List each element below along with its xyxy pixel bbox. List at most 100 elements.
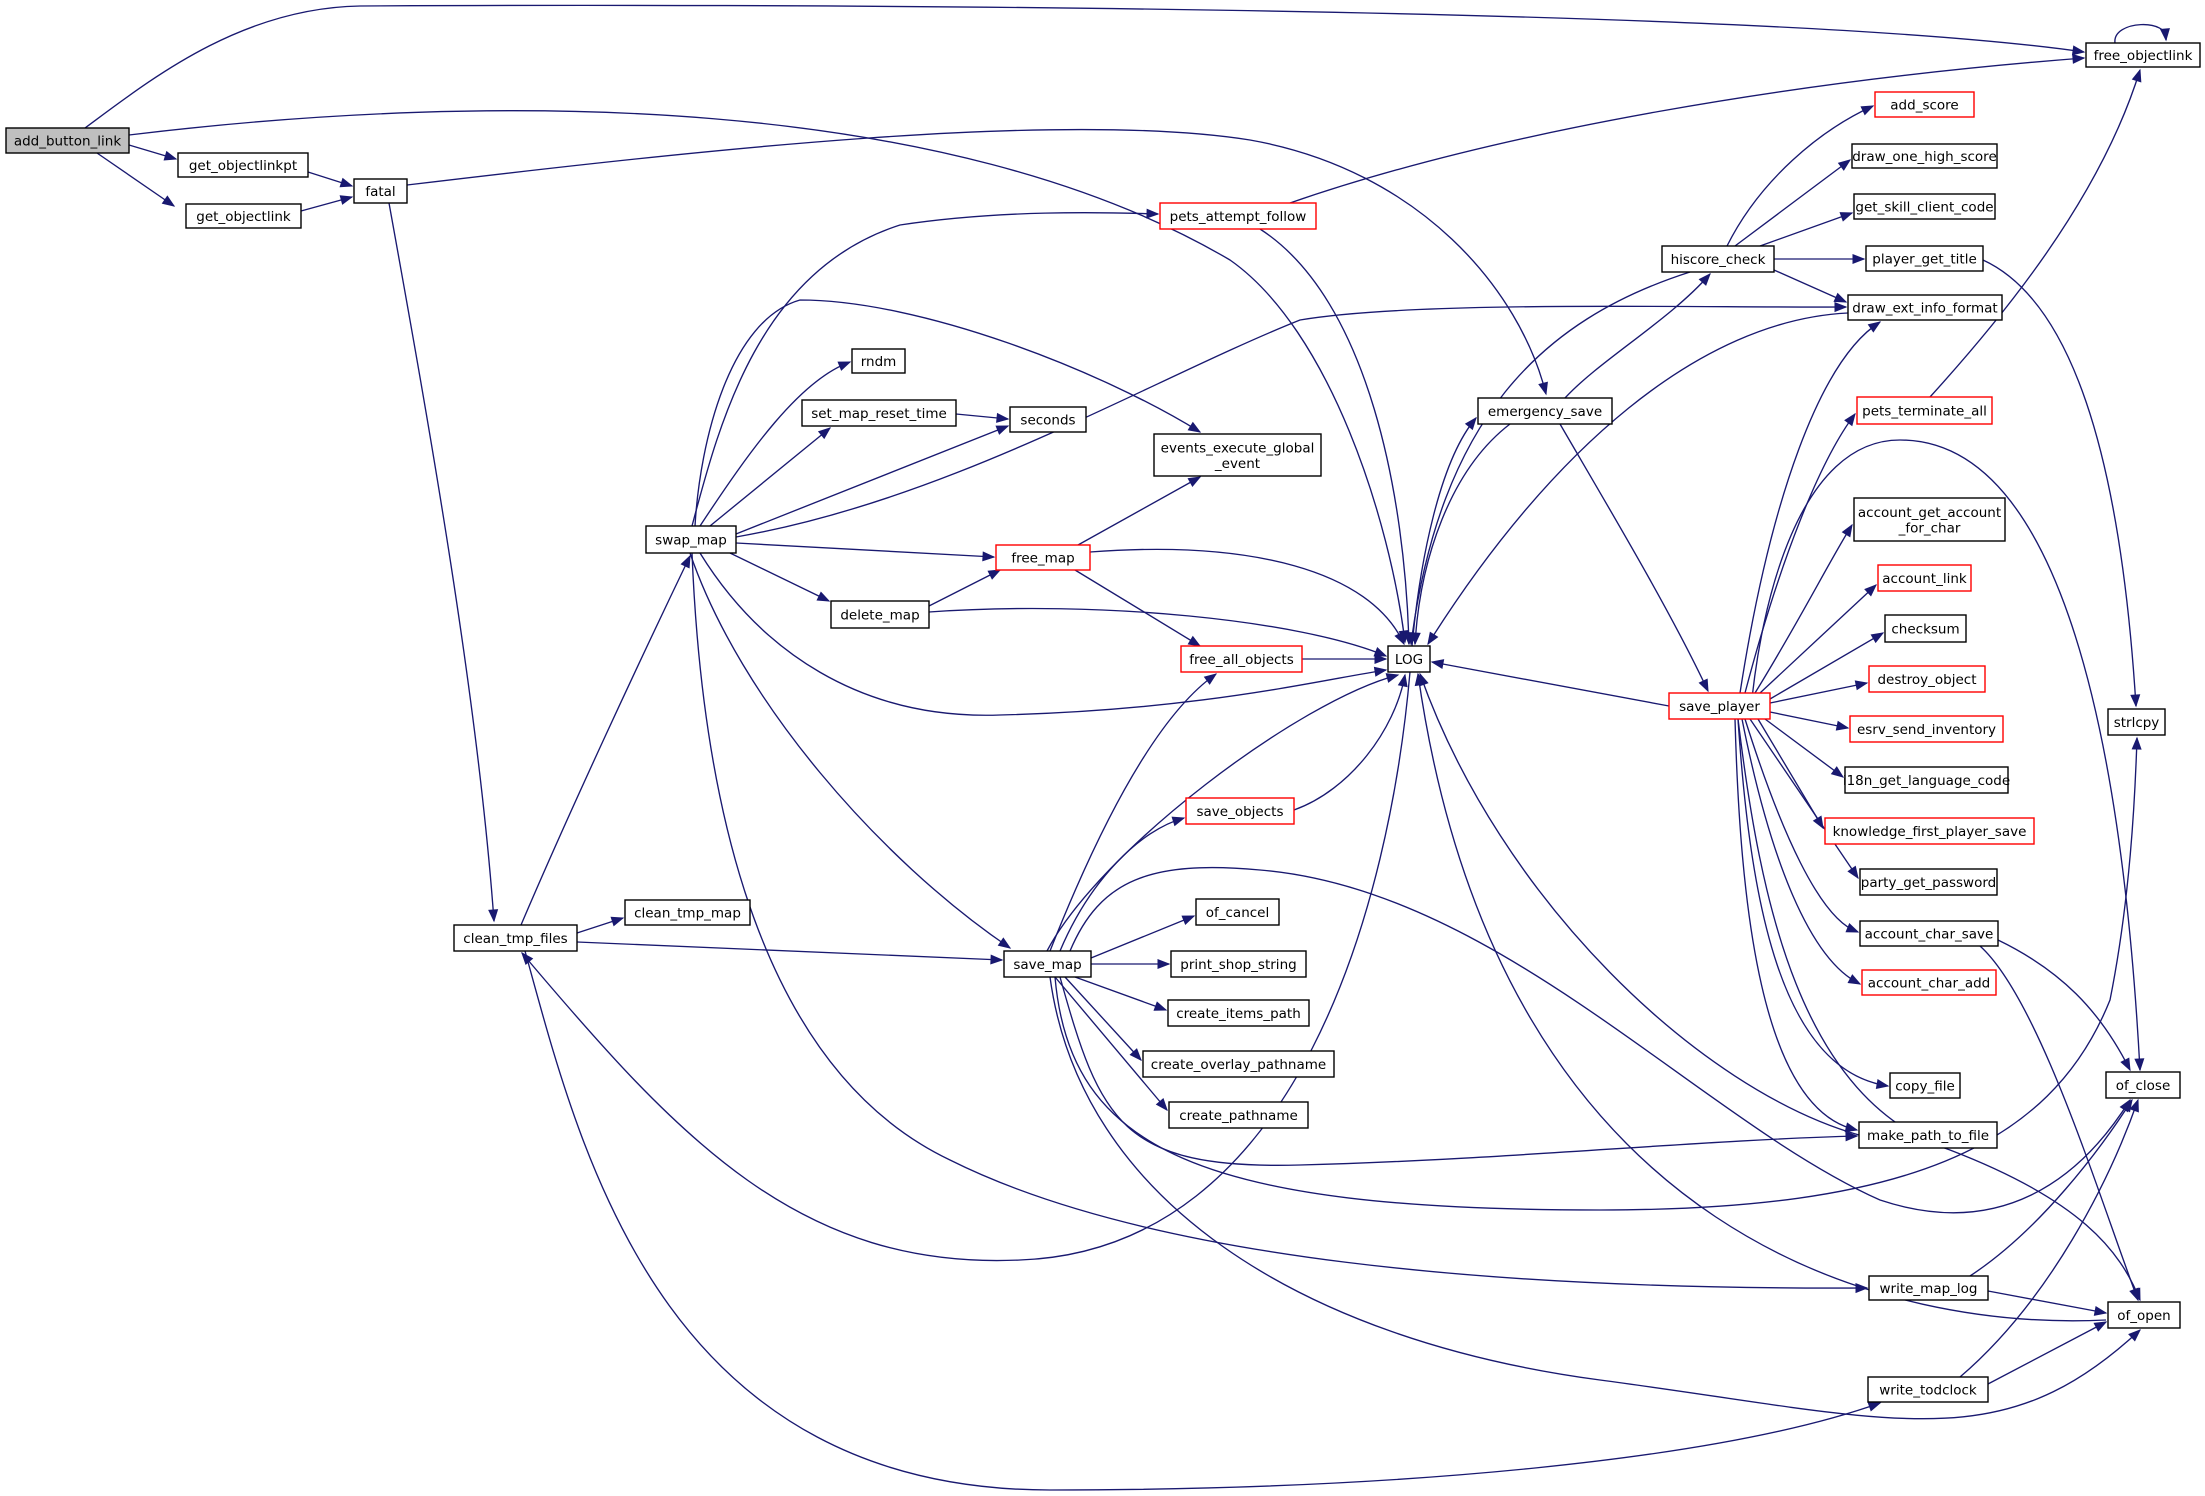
node-get_objectlink[interactable]: get_objectlink	[185, 203, 302, 229]
arrowhead	[1860, 105, 1875, 116]
node-destroy_object[interactable]: destroy_object	[1868, 665, 1986, 693]
node-write_todclock[interactable]: write_todclock	[1867, 1376, 1989, 1403]
edge-save_objects-to-LOG	[1293, 673, 1408, 811]
node-delete_map[interactable]: delete_map	[830, 600, 930, 629]
arrowhead	[1187, 635, 1202, 647]
arrowhead	[817, 427, 832, 440]
node-events_execute_global_event[interactable]: events_execute_global_event	[1153, 433, 1322, 477]
edge-layer	[84, 4, 2170, 1491]
arrowhead	[1870, 632, 1885, 644]
node-checksum[interactable]: checksum	[1884, 614, 1967, 643]
node-create_overlay_pathname[interactable]: create_overlay_pathname	[1142, 1050, 1335, 1078]
arrowhead	[1187, 421, 1202, 433]
node-account_char_save[interactable]: account_char_save	[1859, 920, 1999, 947]
node-of_close[interactable]: of_close	[2105, 1071, 2181, 1099]
node-label: create_overlay_pathname	[1151, 1057, 1326, 1073]
arrowhead	[2128, 1329, 2142, 1342]
node-player_get_title[interactable]: player_get_title	[1865, 245, 1984, 272]
node-clean_tmp_files[interactable]: clean_tmp_files	[453, 924, 578, 952]
node-save_map[interactable]: save_map	[1003, 950, 1092, 978]
node-account_char_add[interactable]: account_char_add	[1861, 969, 1997, 996]
edge-line	[689, 552, 1011, 949]
node-emergency_save[interactable]: emergency_save	[1477, 397, 1613, 425]
edge-line	[735, 425, 1009, 535]
node-strlcpy[interactable]: strlcpy	[2107, 708, 2166, 736]
node-label: draw_ext_info_format	[1852, 301, 1997, 317]
node-esrv_send_inventory[interactable]: esrv_send_inventory	[1849, 715, 2004, 743]
edge-line	[1997, 939, 2131, 1071]
node-draw_one_high_score[interactable]: draw_one_high_score	[1851, 143, 1998, 169]
node-i18n_get_language_code[interactable]: i18n_get_language_code	[1843, 766, 2010, 794]
node-rndm[interactable]: rndm	[851, 348, 906, 374]
node-box	[453, 924, 578, 952]
edge-line	[1049, 673, 1217, 952]
node-box	[1668, 692, 1771, 720]
node-pets_terminate_all[interactable]: pets_terminate_all	[1856, 396, 1993, 425]
edge-line	[1749, 439, 2141, 1071]
arrowhead	[1867, 1402, 1882, 1412]
arrowhead	[1835, 720, 1850, 731]
node-create_pathname[interactable]: create_pathname	[1168, 1101, 1309, 1129]
node-get_objectlinkpt[interactable]: get_objectlinkpt	[177, 152, 309, 178]
node-label: clean_tmp_files	[463, 931, 567, 947]
node-box	[1889, 1072, 1961, 1099]
edge-swap_map-to-rndm	[699, 361, 852, 527]
node-seconds[interactable]: seconds	[1009, 406, 1087, 433]
node-box	[1868, 1275, 1989, 1301]
node-LOG[interactable]: LOG	[1387, 645, 1431, 673]
edge-line	[1427, 312, 1849, 645]
arrowhead	[1129, 1048, 1142, 1062]
arrowhead	[1385, 673, 1400, 683]
node-write_map_log[interactable]: write_map_log	[1868, 1275, 1989, 1301]
arrowhead	[339, 195, 354, 205]
node-label: free_all_objects	[1189, 652, 1294, 668]
edge-line	[928, 607, 1387, 657]
node-print_shop_string[interactable]: print_shop_string	[1170, 950, 1307, 978]
node-save_objects[interactable]: save_objects	[1185, 797, 1295, 825]
edge-line	[1759, 584, 1877, 694]
edge-save_map-to-print_shop_string	[1091, 958, 1171, 970]
edge-save_player-to-esrv_send_inventory	[1769, 711, 1850, 731]
edge-line	[1564, 273, 1711, 399]
node-clean_tmp_map[interactable]: clean_tmp_map	[624, 899, 751, 926]
node-fatal[interactable]: fatal	[353, 178, 408, 204]
edge-line	[1744, 413, 1856, 694]
node-hiscore_check[interactable]: hiscore_check	[1661, 245, 1775, 273]
node-swap_map[interactable]: swap_map	[645, 525, 737, 554]
node-party_get_password[interactable]: party_get_password	[1859, 868, 1998, 896]
arrowhead	[2072, 53, 2086, 64]
edge-clean_tmp_files-to-clean_tmp_map	[576, 916, 625, 934]
node-make_path_to_file[interactable]: make_path_to_file	[1858, 1121, 1998, 1149]
node-box	[1167, 999, 1310, 1027]
arrowhead	[1830, 766, 1845, 778]
arrowhead	[1867, 321, 1882, 333]
node-box	[1877, 564, 1972, 592]
node-knowledge_first_player_save[interactable]: knowledge_first_player_save	[1824, 817, 2035, 845]
node-of_cancel[interactable]: of_cancel	[1195, 898, 1280, 926]
node-pets_attempt_follow[interactable]: pets_attempt_follow	[1159, 202, 1317, 230]
node-draw_ext_info_format[interactable]: draw_ext_info_format	[1847, 294, 2003, 321]
edge-line	[1987, 1321, 2107, 1385]
node-free_objectlink[interactable]: free_objectlink	[2085, 42, 2201, 68]
node-label: _event	[1214, 456, 1260, 472]
node-free_map[interactable]: free_map	[995, 544, 1091, 571]
arrowhead	[1153, 1001, 1168, 1011]
node-label: LOG	[1395, 652, 1423, 668]
node-create_items_path[interactable]: create_items_path	[1167, 999, 1310, 1027]
node-add_button_link[interactable]: add_button_link	[5, 127, 130, 154]
node-account_link[interactable]: account_link	[1877, 564, 1972, 592]
node-get_skill_client_code[interactable]: get_skill_client_code	[1853, 193, 1996, 220]
node-set_map_reset_time[interactable]: set_map_reset_time	[801, 399, 957, 427]
node-of_open[interactable]: of_open	[2107, 1301, 2181, 1329]
arrowhead	[1187, 476, 1202, 487]
node-account_get_account_for_char[interactable]: account_get_account_for_char	[1853, 497, 2006, 542]
edge-save_player-to-draw_ext_info_format	[1739, 321, 1882, 694]
edge-line	[691, 552, 1868, 1289]
node-label: account_char_save	[1865, 927, 1994, 943]
node-add_score[interactable]: add_score	[1874, 91, 1975, 118]
arrowhead	[1157, 958, 1171, 970]
node-copy_file[interactable]: copy_file	[1889, 1072, 1961, 1099]
node-free_all_objects[interactable]: free_all_objects	[1180, 645, 1303, 673]
node-save_player[interactable]: save_player	[1668, 692, 1771, 720]
edge-line	[1773, 269, 1847, 303]
